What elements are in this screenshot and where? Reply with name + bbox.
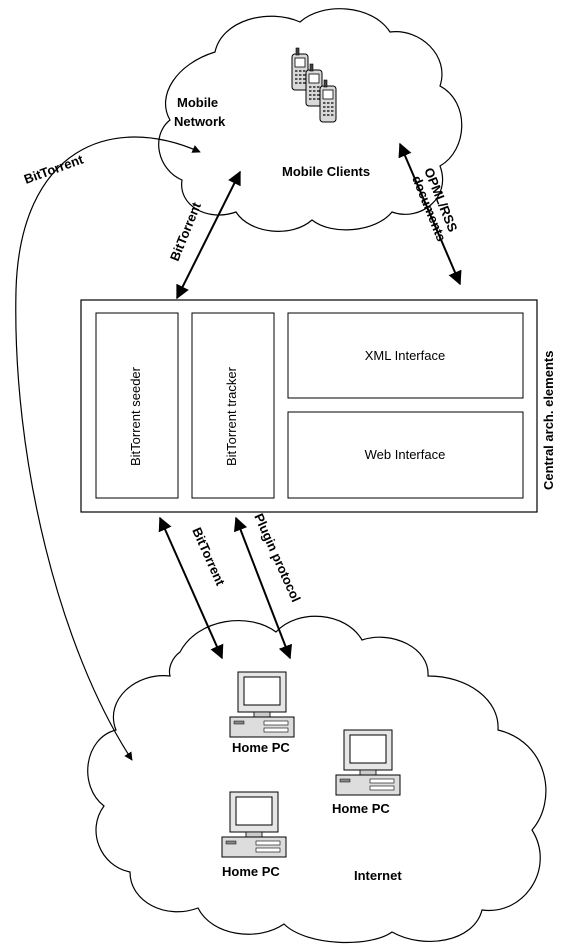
home-pc-icon <box>335 729 401 796</box>
home-pc-label: Home PC <box>332 801 390 816</box>
home-pc-icon <box>229 671 295 738</box>
home-pc-label: Home PC <box>222 864 280 879</box>
bittorrent-seeder-label: BitTorrent seeder <box>128 366 143 466</box>
pc-bittorrent-label: BitTorrent <box>189 525 228 588</box>
home-pc-icon <box>221 791 287 858</box>
plugin-protocol-arrow <box>234 516 292 660</box>
mobile-network-label: Mobile <box>177 95 218 110</box>
xml-interface-label: XML Interface <box>365 348 445 363</box>
mobile-bittorrent-arrow <box>176 170 241 300</box>
home-pc-label: Home PC <box>232 740 290 755</box>
opml-rss-arrow <box>398 142 462 286</box>
internet-cloud <box>87 615 547 944</box>
mobile-network-label-line2: Network <box>174 114 226 129</box>
bittorrent-tracker-box <box>191 312 275 499</box>
outer-bittorrent-connection <box>15 136 201 761</box>
central-arch-label: Central arch. elements <box>541 351 556 490</box>
web-interface-label: Web Interface <box>365 447 446 462</box>
mobile-clients-icon <box>291 47 337 123</box>
outer-bittorrent-label: BitTorrent <box>22 151 86 186</box>
bittorrent-tracker-label: BitTorrent tracker <box>224 366 239 466</box>
xml-interface-box <box>287 312 524 399</box>
plugin-protocol-label: Plugin protocol <box>251 511 303 604</box>
mobile-clients-label: Mobile Clients <box>282 164 370 179</box>
internet-label: Internet <box>354 868 402 883</box>
web-interface-box <box>287 411 524 499</box>
pc-bittorrent-arrow <box>158 516 224 660</box>
